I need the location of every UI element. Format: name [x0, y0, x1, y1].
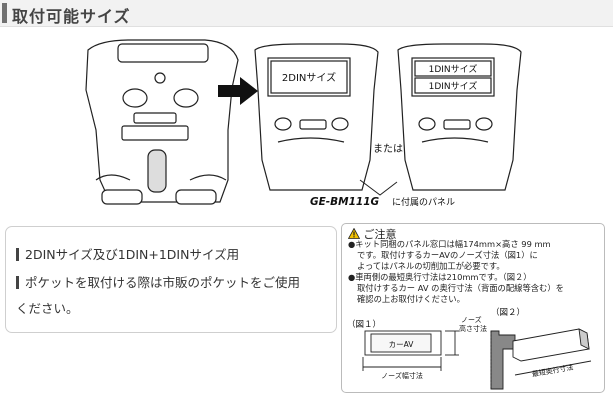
panel-2din	[254, 43, 379, 191]
caution-text-1b: です。取付けするカーAVのノーズ寸法（図1）に	[357, 250, 538, 260]
panel-1din-1din	[397, 43, 522, 191]
caution-figures: （図２） （図１） カーAV ノーズ 高さ寸法 ノーズ幅寸法 最短奥行寸法	[347, 307, 592, 390]
caution-box: ご注意 ●キット同梱のパネル窓口は幅174mm×高さ 99 mm です。取付けす…	[341, 223, 605, 393]
bullet-bar	[16, 276, 19, 289]
figure-2	[490, 328, 592, 390]
panel-1din-top-label: 1DINサイズ	[429, 63, 478, 75]
car-av-label: カーAV	[389, 340, 415, 349]
caution-text-1c: よってはパネルの切削加工が必要です。	[357, 261, 505, 271]
panel-2din-label: 2DINサイズ	[282, 71, 336, 84]
caution-title-text: ご注意	[363, 228, 397, 241]
model-caption: に付属のパネル	[392, 197, 455, 208]
fig2-label: （図２）	[491, 307, 525, 318]
pointer-lines	[359, 179, 398, 196]
size-info-box: 2DINサイズ及び1DIN+1DINサイズ用 ポケットを取付ける際は市販のポケッ…	[5, 226, 337, 333]
size-info-text-2: ポケットを取付ける際は市販のポケットをご使用	[25, 275, 301, 290]
installation-illustration: 2DINサイズ または 1DINサイズ 1DINサイズ GE-BM111G に付…	[85, 39, 522, 208]
size-info-line-3: ください。	[16, 301, 79, 316]
section-header: 取付可能サイズ	[0, 0, 613, 27]
size-info-text-1: 2DINサイズ及び1DIN+1DINサイズ用	[25, 247, 240, 262]
caution-text-2c: 確認の上お取付けください。	[357, 294, 465, 304]
size-info-line-1: 2DINサイズ及び1DIN+1DINサイズ用	[16, 244, 239, 263]
figure-1	[362, 330, 459, 371]
nose-width-label: ノーズ幅寸法	[381, 371, 423, 380]
min-depth-label: 最短奥行寸法	[531, 362, 574, 378]
caution-text-1a: ●キット同梱のパネル窓口は幅174mm×高さ 99 mm	[348, 239, 551, 249]
caution-text-2a: ●車両側の最短奥行寸法は210mmです。（図２）	[348, 272, 532, 282]
caution-text-2b: 取付けするカー AV の奥行寸法（背面の配線等含む）を	[357, 283, 564, 293]
model-name: GE-BM111G	[310, 196, 380, 208]
fig1-label: （図１）	[347, 319, 381, 330]
nose-height-label-2: 高さ寸法	[459, 324, 487, 333]
caution-title: ご注意	[347, 226, 397, 242]
or-label: または	[373, 143, 403, 155]
nose-height-label-1: ノーズ	[461, 315, 482, 324]
arrow-icon	[218, 77, 258, 105]
panel-1din-bottom-label: 1DINサイズ	[429, 80, 478, 92]
header-accent-bar	[2, 3, 7, 23]
section-title: 取付可能サイズ	[12, 7, 131, 26]
dashboard-drawing	[85, 39, 239, 205]
caution-body: ●キット同梱のパネル窓口は幅174mm×高さ 99 mm です。取付けするカーA…	[348, 239, 602, 305]
bullet-bar	[16, 248, 19, 261]
warning-icon	[347, 227, 361, 239]
size-info-line-2: ポケットを取付ける際は市販のポケットをご使用	[16, 272, 300, 291]
